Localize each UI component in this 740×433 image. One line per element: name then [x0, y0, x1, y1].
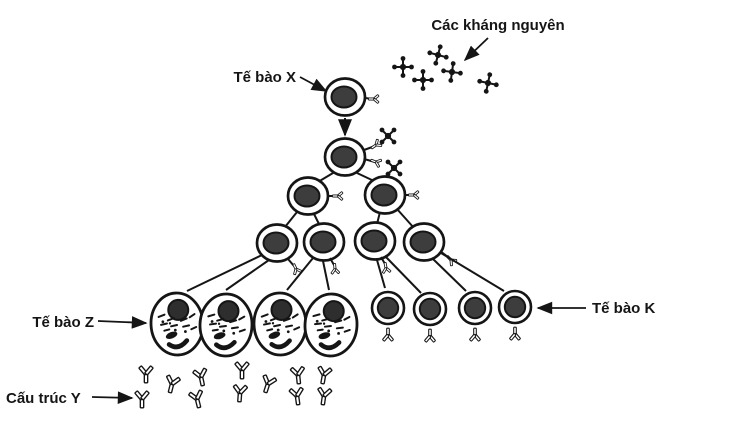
plasma-cells	[149, 292, 358, 358]
antibody-cluster	[134, 361, 334, 410]
antigen-icon	[438, 58, 466, 86]
antibody-icon	[187, 388, 207, 410]
cell-x-arrow	[299, 76, 328, 92]
plasma-cell	[149, 292, 204, 357]
memory-cell	[459, 292, 491, 341]
antibody-icon	[231, 383, 249, 403]
receptor-icon	[329, 262, 341, 275]
antibody-icon	[191, 366, 211, 388]
antibody-icon	[288, 386, 307, 407]
b-cell	[402, 222, 459, 268]
memory-cells	[372, 291, 531, 342]
antigen-cluster	[391, 40, 502, 97]
antibody-icon	[314, 386, 333, 407]
cell-x	[323, 77, 380, 117]
antibody-icon	[134, 390, 150, 409]
antigen-icon	[391, 55, 415, 79]
receptor-icon	[408, 190, 420, 200]
plasma-cell	[303, 293, 358, 358]
memory-cell	[414, 293, 446, 342]
structure-y-arrow	[91, 391, 134, 404]
bound-antigen-icon	[371, 119, 405, 153]
antibody-icon	[289, 365, 307, 386]
antibody-icon	[234, 361, 250, 380]
antigen-icon	[423, 40, 453, 70]
memory-cell	[499, 291, 531, 340]
plasma-cell	[253, 292, 307, 356]
b-cell	[286, 176, 344, 216]
receptor-icon	[368, 94, 380, 104]
antigen-icon	[411, 68, 435, 92]
b-cell	[255, 223, 303, 276]
cell-x-label: Tế bào X	[233, 69, 296, 86]
b-cell	[302, 222, 346, 275]
memory-cell	[372, 292, 404, 341]
cell-z-label: Tế bào Z	[32, 314, 94, 331]
cell-z-arrow	[97, 316, 148, 329]
generation-3-cells	[286, 175, 420, 216]
activated-cell	[323, 119, 411, 185]
antibody-icon	[314, 365, 334, 386]
antigen-icon	[474, 69, 502, 97]
plasma-cell	[199, 293, 253, 357]
b-cell	[353, 221, 397, 275]
cell-k-label: Tế bào K	[592, 300, 656, 317]
receptor-icon	[332, 191, 344, 201]
generation-4-cells	[255, 221, 459, 276]
structure-y-label: Cấu trúc Y	[6, 390, 81, 407]
b-cell	[363, 175, 420, 215]
lineage-lines-final	[186, 252, 505, 294]
antigens-label: Các kháng nguyên	[431, 17, 564, 34]
antibody-icon	[162, 373, 182, 395]
antigens-arrow	[463, 37, 489, 62]
antibody-icon	[257, 373, 279, 396]
receptor-icon	[380, 261, 392, 275]
antibody-icon	[138, 365, 154, 384]
